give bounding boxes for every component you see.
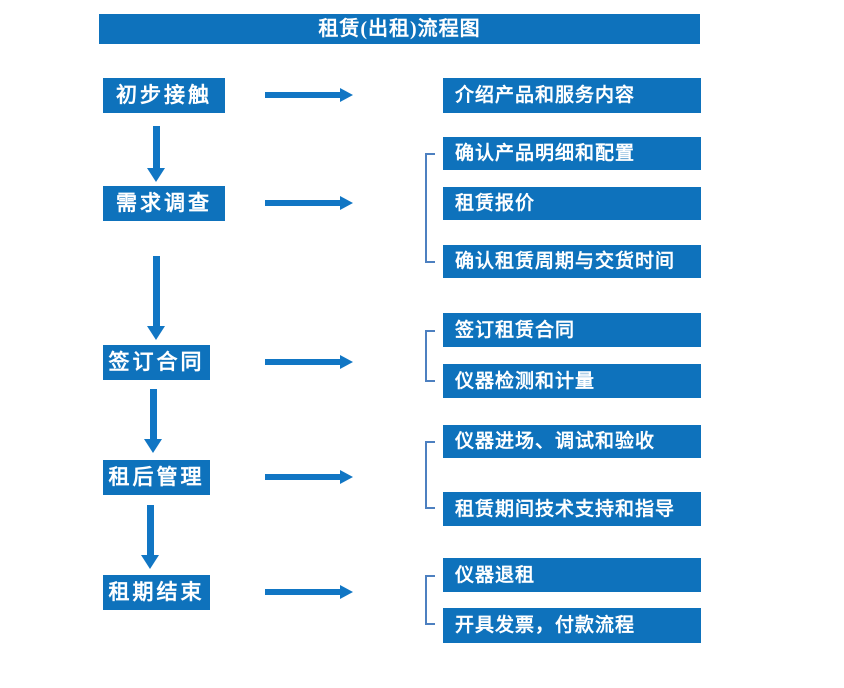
detail-box-sign-rental-contract: 签订租赁合同 <box>443 313 701 347</box>
detail-box-invoice-payment: 开具发票，付款流程 <box>443 608 701 643</box>
detail-box-technical-support: 租赁期间技术支持和指导 <box>443 492 701 526</box>
bracket-connector <box>425 575 435 625</box>
bracket-connector <box>425 330 435 382</box>
step-box-post-rental-management: 租后管理 <box>103 460 210 495</box>
detail-box-instrument-inspection: 仪器检测和计量 <box>443 364 701 398</box>
bracket-connector <box>425 153 435 263</box>
bracket-connector <box>425 441 435 509</box>
detail-box-instrument-setup: 仪器进场、调试和验收 <box>443 425 701 458</box>
step-box-sign-contract: 签订合同 <box>103 345 210 380</box>
step-box-initial-contact: 初步接触 <box>103 78 225 113</box>
detail-box-introduce-products: 介绍产品和服务内容 <box>443 78 701 113</box>
detail-box-rental-quotation: 租赁报价 <box>443 187 701 220</box>
detail-box-instrument-return: 仪器退租 <box>443 558 701 592</box>
diagram-title: 租赁(出租)流程图 <box>99 14 700 44</box>
step-box-demand-survey: 需求调查 <box>103 186 225 221</box>
step-box-rental-end: 租期结束 <box>103 575 210 610</box>
detail-box-confirm-rental-period: 确认租赁周期与交货时间 <box>443 245 701 278</box>
detail-box-confirm-product-details: 确认产品明细和配置 <box>443 137 701 170</box>
